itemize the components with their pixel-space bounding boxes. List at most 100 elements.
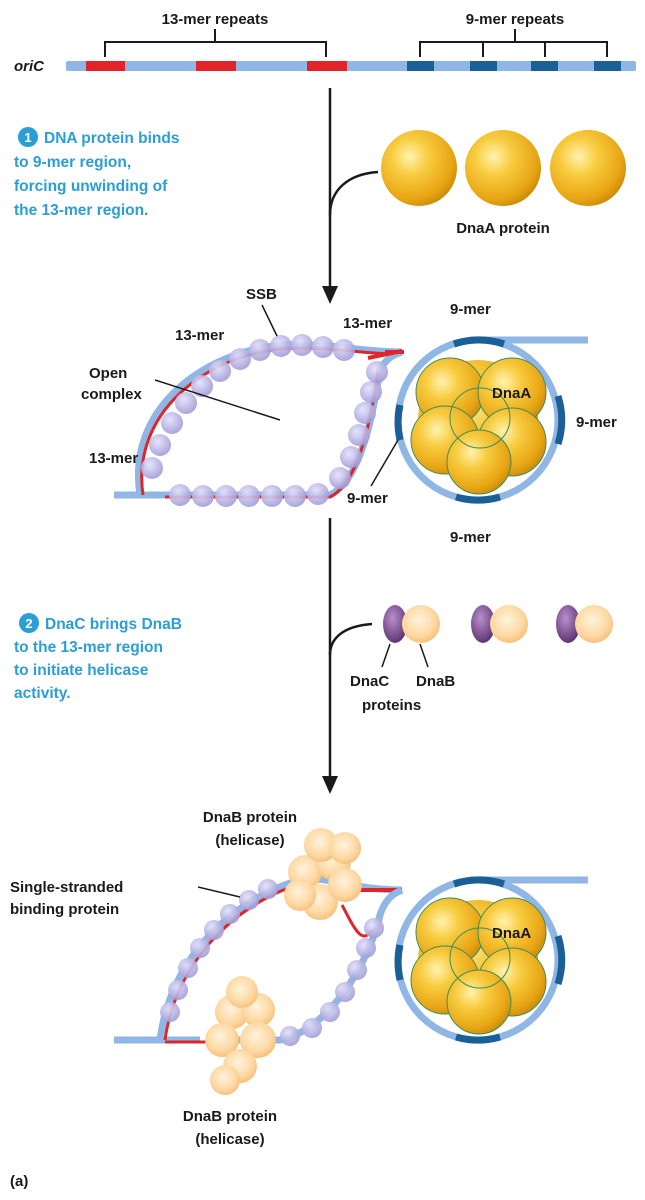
ssb-protein [149,434,171,456]
dnaa-complex-1 [385,336,588,504]
ssb-protein [191,375,213,397]
mer9-label-inner: 9-mer [347,490,388,507]
dnab-leader [419,643,429,668]
oric-dna [66,61,636,71]
repeats9-label: 9-mer repeats [466,11,564,28]
ssb-protein [220,904,240,924]
open-label-1: Open [89,365,127,382]
dnab-protein [490,605,528,643]
ssb-protein [261,485,283,507]
repeat-13mer-2 [196,61,236,71]
dnaa-protein-group [381,130,626,206]
ssb-protein [215,485,237,507]
ssb-protein [239,890,259,910]
open-label-2: complex [81,386,143,403]
mer9-leader [370,439,399,487]
ssb-protein [190,938,210,958]
ssb-label: SSB [246,286,277,303]
ssb-protein [312,336,334,358]
dnac-dnab-pair [471,605,528,643]
dnac-dnab-pairs [383,605,613,643]
mark-9mer [554,394,566,446]
ssb-protein [229,348,251,370]
ssb-protein [160,1002,180,1022]
dnaa-label-1: DnaA [492,385,531,402]
repeat-9mer-1 [407,61,434,71]
ssb-protein [364,918,384,938]
dnaa-protein [465,130,541,206]
ssb-protein [307,483,329,505]
dnac-dnab-pair [383,605,440,643]
ssb-protein [284,485,306,507]
step1-badge [18,127,38,147]
ssb-protein [340,446,362,468]
ssb-protein [335,982,355,1002]
dnaa-label-2: DnaA [492,925,531,942]
step2-line2: to the 13-mer region [14,639,163,656]
single-stranded-label-1: Single-stranded [10,879,123,896]
ssb-protein [348,424,370,446]
ssb-protein [354,402,376,424]
ssb-protein [169,484,191,506]
ssb-protein [302,1018,322,1038]
ssb-group-lower [169,361,388,507]
ssb-protein [356,938,376,958]
dnac-leader [381,643,391,668]
mer9-label-bottom: 9-mer [450,529,491,546]
helicase-label-top: (helicase) [215,832,284,849]
ssb-protein [366,361,388,383]
step1-number: 1 [24,130,31,145]
mark-9mer [452,876,506,888]
dnaa-cluster [410,357,547,495]
ssb-leader [261,304,278,337]
dnac-protein [556,605,580,643]
ssb-protein [347,960,367,980]
repeat-9mer-2 [470,61,497,71]
ssb-protein [204,920,224,940]
arrow-step2 [322,518,373,794]
step1-line3: forcing unwinding of [14,178,168,195]
ssb-protein [238,485,260,507]
ssb-protein [258,879,278,899]
dnab-protein-label-top: DnaB protein [203,809,297,826]
step1-caption: 1 DNA protein binds to 9-mer region, for… [14,127,179,219]
mer13-label-c: 13-mer [89,450,138,467]
mark-9mer [394,944,404,981]
dnaa-cluster [410,897,547,1035]
ssb-protein [329,467,351,489]
dnab-protein [575,605,613,643]
dnac-label: DnaC [350,673,389,690]
dnac-dnab-pair [556,605,613,643]
mer9-label-top: 9-mer [450,301,491,318]
repeat-13mer-3 [307,61,347,71]
mark-9mer [394,404,404,441]
proteins-label: proteins [362,697,421,714]
single-stranded-leader [197,886,241,898]
panel-label: (a) [10,1173,28,1190]
ssb-protein [141,457,163,479]
step2-line1: DnaC brings DnaB [45,616,182,633]
arrow-step1 [322,88,379,304]
dnab-label: DnaB [416,673,455,690]
bracket-9mer [419,29,608,57]
ssb-protein [270,335,292,357]
dnab-protein [402,605,440,643]
ssb-protein [320,1002,340,1022]
ssb-protein [280,1026,300,1046]
mer9-label-right: 9-mer [576,414,617,431]
dnab-protein-label-bottom: DnaB protein [183,1108,277,1125]
ssb-protein [192,485,214,507]
ssb-protein [209,360,231,382]
oric-label: oriC [14,58,45,75]
dnac-protein [383,605,407,643]
mer13-label-b: 13-mer [343,315,392,332]
repeat-9mer-3 [531,61,558,71]
bracket-13mer [104,29,327,57]
mark-9mer [455,493,501,504]
dnac-protein [471,605,495,643]
ssb-protein [249,339,271,361]
dnaa-protein-label: DnaA protein [456,220,550,237]
step2-caption: 2 DnaC brings DnaB to the 13-mer region … [14,613,182,702]
mer13-label-a: 13-mer [175,327,224,344]
